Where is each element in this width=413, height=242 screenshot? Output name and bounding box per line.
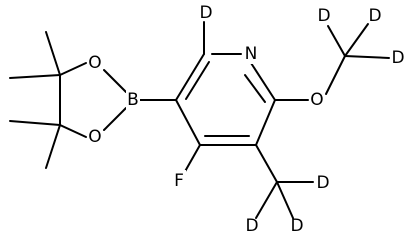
atom-n: N bbox=[245, 44, 258, 64]
atom-o-ring-bottom: O bbox=[88, 127, 101, 147]
atom-d-methoxy-3: D bbox=[391, 48, 404, 68]
atom-o-methoxy: O bbox=[310, 90, 323, 110]
bond-o-top-c bbox=[59, 62, 87, 76]
atom-d-methoxy-1: D bbox=[317, 6, 330, 26]
bond-b-o-top bbox=[103, 69, 127, 93]
bond-methyl-3 bbox=[9, 120, 61, 126]
bond-n1-c2-inner bbox=[244, 74, 266, 103]
bond-ch3-d5 bbox=[255, 181, 278, 219]
atom-f: F bbox=[174, 171, 184, 191]
atom-d-methyl-1: D bbox=[316, 173, 329, 193]
atom-d-methyl-2: D bbox=[245, 216, 258, 236]
bond-methyl-1 bbox=[45, 31, 61, 76]
bond-c3-ch3 bbox=[255, 144, 278, 183]
bond-c5-c6-inner bbox=[185, 61, 210, 100]
boronate-ester bbox=[9, 31, 127, 169]
bond-ch3-d1 bbox=[327, 25, 346, 57]
atom-labels: N O F B O O D D D D D D D bbox=[87, 3, 405, 236]
bond-o-bottom-c bbox=[59, 124, 87, 138]
bond-o-ch3 bbox=[325, 55, 346, 95]
bond-ch3-d6 bbox=[276, 181, 294, 219]
atom-b: B bbox=[127, 90, 139, 110]
bond-c2-c3 bbox=[255, 99, 276, 146]
atom-d-ring: D bbox=[199, 3, 212, 23]
bond-c4-c5 bbox=[175, 99, 201, 146]
atom-d-methoxy-2: D bbox=[368, 6, 381, 26]
bond-n1-c2 bbox=[250, 62, 276, 101]
bond-methyl-4 bbox=[45, 124, 61, 169]
bond-ch3-d3 bbox=[344, 55, 390, 59]
atom-d-methyl-3: D bbox=[290, 216, 303, 236]
substituent-bonds bbox=[139, 21, 390, 219]
bond-methyl-2 bbox=[9, 74, 61, 79]
atom-o-ring-top: O bbox=[88, 53, 101, 73]
bond-ch3-d2 bbox=[344, 23, 369, 57]
bond-c5-c6 bbox=[175, 53, 205, 101]
pyridine-ring bbox=[175, 53, 276, 146]
bond-b-o-bottom bbox=[103, 107, 127, 131]
